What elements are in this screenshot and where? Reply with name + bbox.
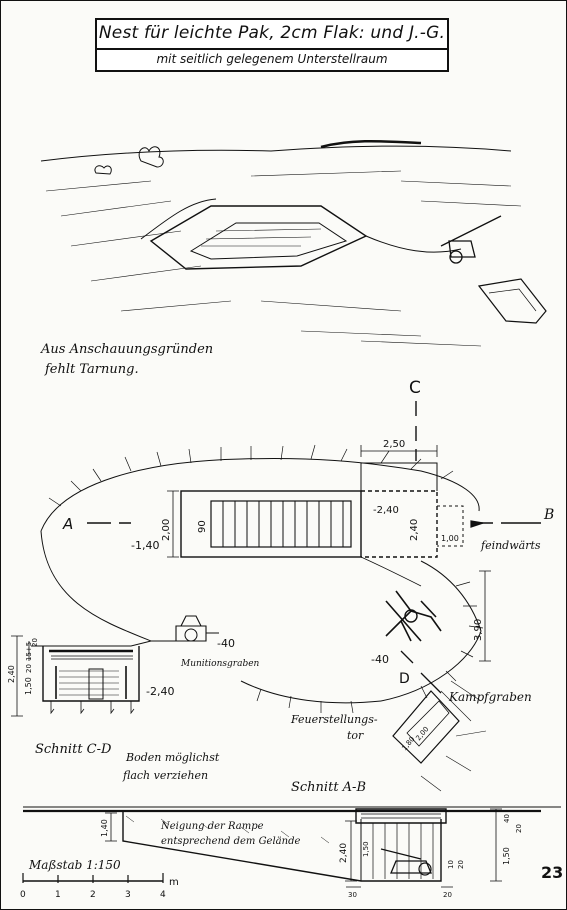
- dim-gun-length: 3,90: [473, 619, 484, 641]
- title-line-2: mit seitlich gelegenem Unterstellraum: [156, 52, 388, 66]
- page-number: 23: [541, 863, 564, 882]
- dim-ab-height: 2,40: [339, 843, 349, 863]
- point-d-label: D: [399, 671, 410, 687]
- schnitt-ab-label: Schnitt A-B: [291, 780, 366, 795]
- dim-plan-small: 1,00: [441, 534, 459, 543]
- boden-note-1: Boden möglichst: [125, 751, 220, 764]
- title-divider: [97, 48, 447, 50]
- dim-gun-depth: -40: [217, 637, 235, 650]
- point-b-label: B: [543, 507, 554, 523]
- scale-unit: m: [169, 877, 179, 888]
- dim-cd-mid2: 20: [25, 664, 33, 673]
- dim-plan-height: 2,40: [409, 519, 420, 541]
- dim-ab-left: 1,40: [100, 819, 109, 837]
- dim-cd-inner: 1,50: [24, 677, 33, 695]
- boden-note-2: flach verziehen: [122, 769, 208, 782]
- schnitt-cd-label: Schnitt C-D: [35, 742, 112, 757]
- dim-ab-inner: 1,50: [362, 841, 370, 857]
- sketch-caption-1: Aus Anschauungsgründen: [40, 342, 213, 357]
- dim-plan-depth-left: -2,40: [373, 505, 399, 516]
- dim-cd-level: -2,40: [146, 685, 174, 698]
- section-cd: [11, 635, 176, 717]
- dim-cd-top: 20: [31, 638, 39, 647]
- scale-tick: 0: [20, 890, 26, 900]
- dim-ab-mid-a: 10: [447, 860, 455, 869]
- dim-cd-mid1: 15+5: [25, 642, 33, 661]
- rampe-note-2: entsprechend dem Gelände: [161, 836, 300, 847]
- plan-view: [40, 401, 541, 792]
- scale-tick: 1: [55, 890, 61, 900]
- dim-plan-level: -1,40: [131, 539, 159, 552]
- dim-ab-right-mid: 20: [515, 824, 523, 833]
- dim-cd-total: 2,40: [7, 665, 16, 683]
- sketch-caption-2: fehlt Tarnung.: [44, 362, 139, 377]
- munitionslager-label: Munitionsgraben: [180, 659, 260, 669]
- section-c-label: C: [409, 378, 421, 398]
- section-ab: [23, 806, 561, 888]
- title-box: Nest für leichte Pak, 2cm Flak: und J.-G…: [95, 18, 449, 72]
- dim-ab-bottom-small: 30: [348, 891, 357, 899]
- dim-gun-level: -40: [371, 653, 389, 666]
- scale-tick: 4: [160, 890, 166, 900]
- kampfgraben-label: Kampfgraben: [448, 690, 532, 704]
- dim-ab-mid-b: 20: [457, 860, 465, 869]
- scale-label: Maßstab 1:150: [28, 858, 121, 872]
- dim-corner-b: 2,00: [414, 725, 430, 742]
- perspective-sketch: [40, 139, 547, 347]
- dim-ab-right-top: 40: [503, 814, 511, 823]
- scale-bar: [22, 873, 164, 883]
- title-line-1: Nest für leichte Pak, 2cm Flak: und J.-G…: [98, 23, 446, 43]
- scale-tick: 3: [125, 890, 131, 900]
- feindwaerts-label: feindwärts: [480, 539, 541, 552]
- point-a-label: A: [62, 515, 73, 533]
- dim-plan-inner: 90: [197, 520, 208, 533]
- scale-tick: 2: [90, 890, 96, 900]
- rampe-note-1: Neigung der Rampe: [160, 821, 264, 832]
- dim-plan-left-height: 2,00: [161, 519, 172, 541]
- dim-ab-bottom-small2: 20: [443, 891, 452, 899]
- feuerstellung-label: Feuerstellungs-: [290, 713, 378, 726]
- dim-plan-width: 2,50: [383, 439, 405, 450]
- dim-ab-right-low: 1,50: [502, 847, 511, 865]
- feuerstellung-label-2: tor: [347, 729, 364, 742]
